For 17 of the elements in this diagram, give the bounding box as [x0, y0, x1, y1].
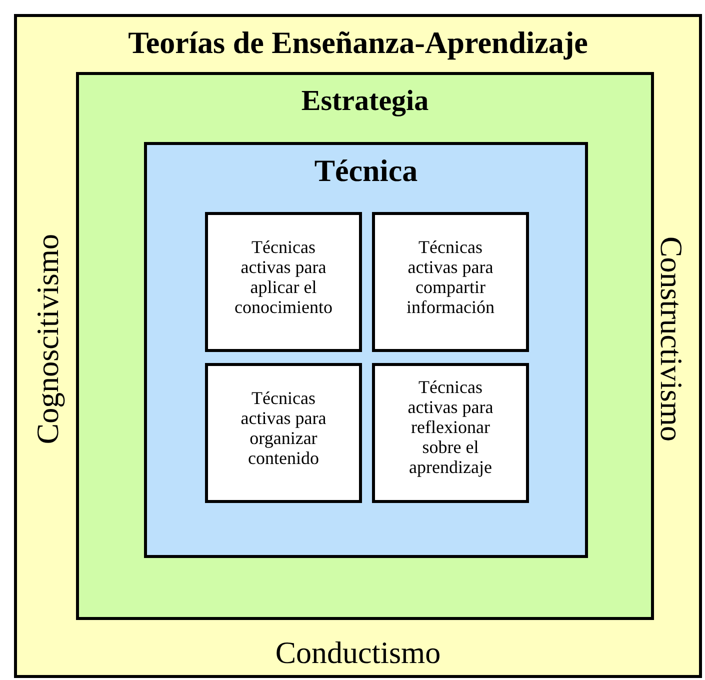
side-label: Cognoscitivismo: [30, 234, 66, 444]
technique-box: [372, 363, 529, 503]
technique-box: [205, 363, 362, 503]
strategy-panel: [76, 72, 654, 620]
technique-box: [372, 212, 529, 352]
panel-title: Teorías de Enseñanza-Aprendizaje: [127, 25, 589, 61]
technique-label: Técnicas activas para aplicar el conocimiento: [234, 237, 334, 318]
technique-box: [205, 212, 362, 352]
technique-label: Técnicas activas para organizar contenido: [240, 388, 328, 468]
technique-label: Técnicas activas para compartir información: [406, 237, 496, 318]
technique-panel: [144, 142, 588, 558]
outer-panel: [14, 14, 702, 678]
technique-label: Técnicas activas para reflexionar sobre el aprendizaje: [406, 377, 494, 477]
panel-title: Estrategia: [300, 85, 430, 118]
panel-title: Técnica: [313, 153, 419, 189]
side-label: Conductismo: [274, 635, 442, 671]
side-label: Constructivismo: [653, 236, 689, 442]
